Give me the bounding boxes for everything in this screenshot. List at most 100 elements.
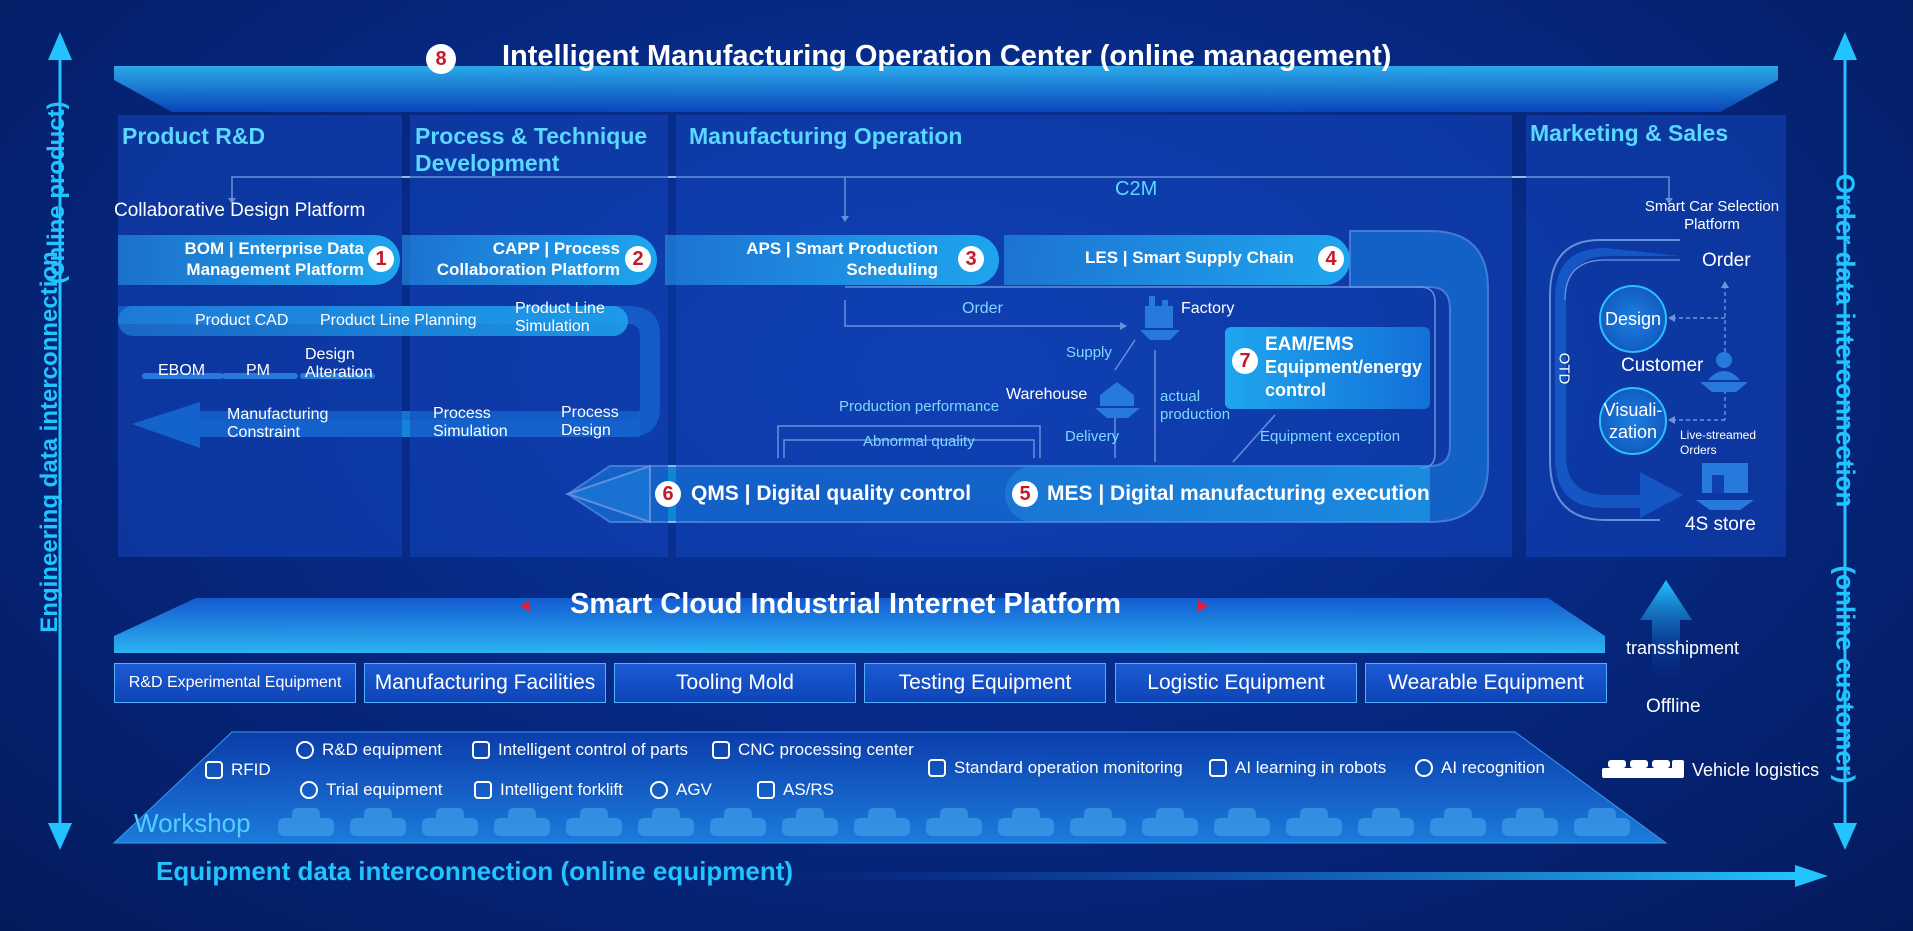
equipment-testing: Testing Equipment — [864, 663, 1106, 703]
column-head-process: Process & Technique Development — [415, 123, 648, 176]
product-line-planning-label: Product Line Planning — [320, 312, 477, 329]
customer-label: Customer — [1621, 355, 1704, 376]
offline-label: Offline — [1646, 696, 1701, 717]
mes-label: MES | Digital manufacturing execution — [1047, 482, 1430, 505]
equipment-manufacturing: Manufacturing Facilities — [364, 663, 606, 703]
cloud-title: Smart Cloud Industrial Internet Platform — [570, 588, 1122, 620]
equipment-tooling: Tooling Mold — [614, 663, 856, 703]
intelligent-control-item: Intelligent control of parts — [472, 740, 688, 760]
ai-recognition-icon — [1415, 759, 1433, 777]
workshop-floor — [112, 731, 1668, 844]
eam-badge: 7 — [1232, 348, 1258, 374]
rfid-item: RFID — [205, 760, 271, 780]
column-head-rd: Product R&D — [122, 123, 266, 149]
qms-label: QMS | Digital quality control — [691, 482, 972, 505]
capp-pill — [402, 235, 657, 285]
rd-equipment-icon — [296, 741, 314, 759]
rfid-icon — [205, 761, 223, 779]
page-title: Intelligent Manufacturing Operation Cent… — [502, 40, 1392, 72]
workshop-label: Workshop — [134, 808, 251, 838]
collab-platform-label: Collaborative Design Platform — [114, 200, 366, 221]
supply-label: Supply — [1066, 344, 1112, 361]
asrs-item: AS/RS — [757, 780, 834, 800]
mes-pill — [1005, 466, 1430, 522]
column-process — [410, 115, 668, 557]
equipment-logistic: Logistic Equipment — [1115, 663, 1357, 703]
ai-recognition-item: AI recognition — [1415, 758, 1545, 778]
aps-pill — [665, 235, 999, 285]
ebom-label: EBOM — [158, 362, 206, 379]
mes-badge: 5 — [1012, 481, 1038, 507]
otd-label: OTD — [1555, 352, 1573, 385]
rd-equipment-item: R&D equipment — [296, 740, 442, 760]
product-cad-label: Product CAD — [195, 312, 289, 329]
monitoring-item: Standard operation monitoring — [928, 758, 1183, 778]
bottom-axis-arrow — [780, 865, 1828, 887]
delivery-label: Delivery — [1065, 428, 1120, 445]
bom-badge: 1 — [368, 246, 394, 272]
qms-badge: 6 — [655, 481, 681, 507]
vehicle-logistics-icon — [1602, 760, 1684, 778]
order-flow-label: Order — [962, 300, 1003, 317]
warehouse-label: Warehouse — [1006, 386, 1088, 403]
left-axis-arrow — [48, 32, 72, 850]
bottom-axis-label: Equipment data interconnection (online e… — [156, 856, 794, 886]
rd-upper-pill — [118, 306, 628, 336]
eam-box — [1225, 327, 1430, 409]
design-circle: Design — [1599, 285, 1667, 353]
forklift-icon — [474, 781, 492, 799]
equipment-rd: R&D Experimental Equipment — [114, 663, 356, 703]
cnc-item: CNC processing center — [712, 740, 914, 760]
agv-item: AGV — [650, 780, 712, 800]
les-label: LES | Smart Supply Chain — [1085, 248, 1294, 267]
column-head-sales: Marketing & Sales — [1530, 120, 1729, 146]
bom-pill — [118, 235, 400, 285]
aps-badge: 3 — [958, 246, 984, 272]
trial-equipment-item: Trial equipment — [300, 780, 443, 800]
equipment-wearable: Wearable Equipment — [1365, 663, 1607, 703]
parts-control-icon — [472, 741, 490, 759]
cloud-platform — [114, 598, 1605, 653]
left-axis-sub: (online product) — [43, 101, 70, 284]
transshipment-arrow — [1640, 580, 1692, 680]
column-product-rd — [118, 115, 402, 557]
transshipment-label: transshipment — [1626, 638, 1740, 658]
operation-center-badge: 8 — [426, 44, 456, 74]
trial-equipment-icon — [300, 781, 318, 799]
les-badge: 4 — [1318, 246, 1344, 272]
right-axis-label: Order data interconnection — [1830, 173, 1861, 508]
car-row — [278, 808, 1630, 836]
capp-badge: 2 — [625, 246, 651, 272]
forklift-item: Intelligent forklift — [474, 780, 623, 800]
right-axis-sub: (online customer) — [1830, 565, 1861, 784]
asrs-icon — [757, 781, 775, 799]
ai-learning-item: AI learning in robots — [1209, 758, 1386, 778]
right-axis-arrow — [1833, 32, 1857, 850]
equipment-exception-label: Equipment exception — [1260, 428, 1401, 445]
pm-label: PM — [246, 362, 270, 379]
operation-center-bar — [114, 66, 1778, 112]
c2m-label: C2M — [1115, 178, 1158, 200]
factory-label: Factory — [1181, 300, 1235, 317]
abnormal-quality-label: Abnormal quality — [863, 433, 975, 450]
vehicle-logistics-label: Vehicle logistics — [1692, 760, 1820, 780]
column-head-mfg: Manufacturing Operation — [689, 123, 963, 149]
sales-order-label: Order — [1702, 250, 1751, 271]
store-label: 4S store — [1685, 514, 1756, 535]
agv-icon — [650, 781, 668, 799]
cnc-icon — [712, 741, 730, 759]
production-performance-label: Production performance — [839, 398, 1000, 415]
robot-icon — [1209, 759, 1227, 777]
